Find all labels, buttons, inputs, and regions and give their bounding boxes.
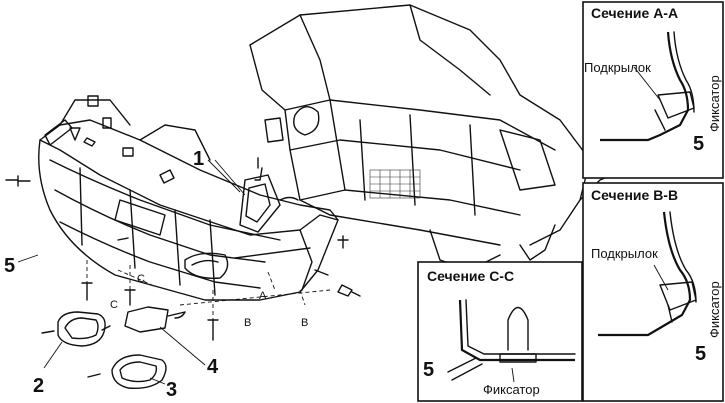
front-bumper [38,99,339,301]
assembly-guide-lines [86,260,331,320]
section-a-part-number: 5 [693,133,704,155]
section-tag-a: A [259,290,267,302]
section-b-panel [582,182,724,402]
section-c-part-number: 5 [423,359,434,381]
section-b-title: Сечение В-В [591,187,678,203]
section-a-retainer-label: Фиксатор [707,75,722,132]
callout-leaders [17,159,241,385]
callout-cover: 3 [166,379,177,401]
section-b-liner-label: Подкрылок [591,246,658,261]
section-tag-b-1: B [244,317,251,329]
callout-fog-lamp: 1 [193,148,204,170]
section-tag-b-2: B [301,317,308,329]
callout-bumper: 5 [4,255,15,277]
bracket-part [41,311,106,347]
fog-lamp [214,159,299,233]
section-c-panel [417,261,583,402]
section-a-panel [582,1,724,179]
lamp-unit-part [101,306,186,333]
callout-bracket: 2 [33,375,44,397]
bumper-fasteners [5,95,361,341]
section-c-retainer-label: Фиксатор [483,382,540,397]
callout-lamp-unit: 4 [207,356,219,378]
section-tag-c-2: C [110,299,118,311]
section-tag-c-1: C [137,273,145,285]
section-a-title: Сечение А-А [591,5,678,21]
section-b-part-number: 5 [695,343,706,365]
section-c-title: Сечение С-С [427,268,514,284]
car-body-outline [249,4,613,271]
cover-part [87,354,167,390]
section-b-retainer-label: Фиксатор [707,281,722,338]
section-a-liner-label: Подкрылок [584,60,651,75]
